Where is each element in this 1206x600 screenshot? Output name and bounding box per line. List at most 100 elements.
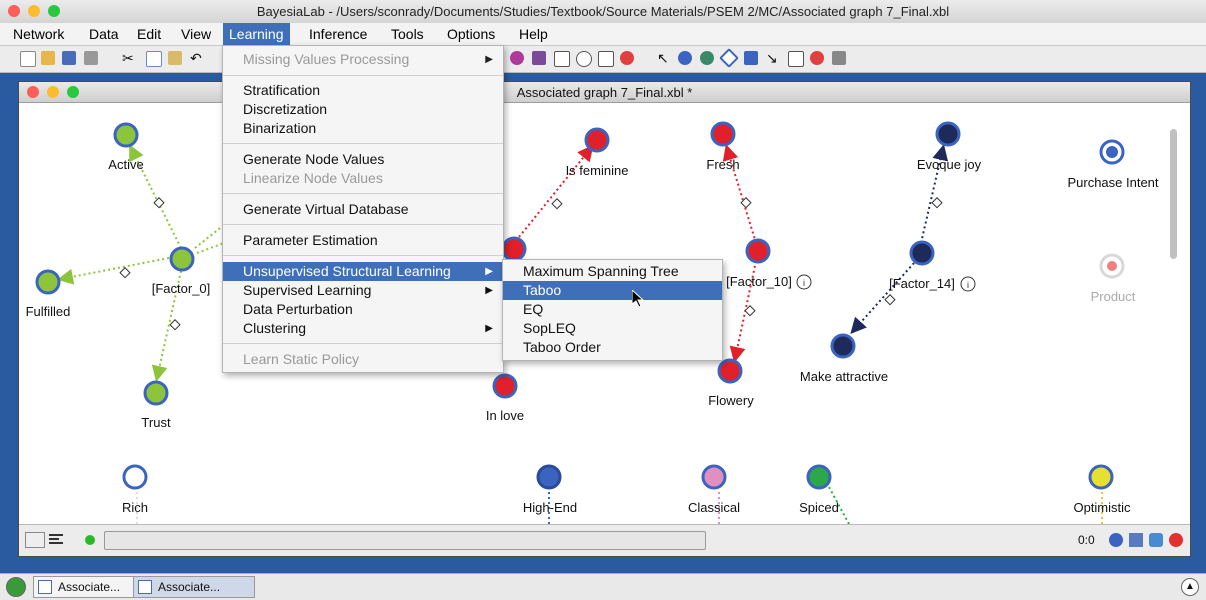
taskbar: Associate... Associate... ▲	[0, 573, 1206, 600]
node-fulfilled[interactable]: Fulfilled	[26, 269, 71, 319]
menu-help[interactable]: Help	[519, 26, 548, 42]
svg-text:[Factor_10]: [Factor_10]	[726, 274, 792, 289]
node-purchase-intent[interactable]: Purchase Intent	[1067, 139, 1159, 190]
print-icon[interactable]	[84, 51, 98, 65]
menu-item-generate-node-values[interactable]: Generate Node Values	[243, 151, 385, 167]
node-spiced[interactable]: Spiced	[799, 464, 839, 515]
menu-item-parameter-estimation[interactable]: Parameter Estimation	[243, 232, 378, 248]
menu-item-generate-virtual-database[interactable]: Generate Virtual Database	[243, 201, 409, 217]
node-factor-3[interactable]	[501, 236, 527, 262]
menu-view[interactable]: View	[181, 26, 212, 42]
minimize-graph-window-button[interactable]	[47, 86, 59, 98]
trash-icon[interactable]	[832, 51, 846, 65]
vertical-scrollbar[interactable]	[1170, 129, 1177, 259]
paste-icon[interactable]	[168, 51, 182, 65]
node-trust[interactable]: Trust	[141, 380, 171, 430]
app-status-icon[interactable]	[6, 577, 26, 597]
submenu-item-sopleq[interactable]: SopLEQ	[523, 320, 576, 336]
node-high-end[interactable]: High-End	[523, 464, 577, 515]
menu-options[interactable]: Options	[447, 26, 496, 42]
close-graph-window-button[interactable]	[27, 86, 39, 98]
task-associated-graph-1[interactable]: Associate...	[33, 576, 155, 598]
edge-info-markers[interactable]	[119, 197, 943, 331]
node-make-attractive[interactable]: Make attractive	[800, 333, 888, 384]
note-icon[interactable]	[788, 51, 804, 67]
menu-separator	[223, 193, 503, 194]
menu-separator	[223, 75, 503, 76]
menu-data[interactable]: Data	[89, 26, 119, 42]
node-in-love[interactable]: In love	[486, 373, 524, 423]
node-tool-icon[interactable]	[510, 51, 524, 65]
cut-icon[interactable]: ✂	[122, 50, 134, 66]
node-factor-14[interactable]: [Factor_14]i	[889, 240, 976, 292]
task-associated-graph-2[interactable]: Associate...	[133, 576, 255, 598]
node-classical[interactable]: Classical	[688, 464, 740, 515]
menu-item-missing-values-processing[interactable]: Missing Values Processing▶	[243, 51, 493, 67]
menu-network[interactable]: Network	[13, 26, 65, 42]
node-evoque-joy[interactable]: Evoque joy	[917, 121, 982, 172]
node-is-feminine[interactable]: Is feminine	[566, 127, 629, 178]
add-utility-node-icon[interactable]	[744, 51, 758, 65]
network-graph[interactable]: Active [Factor_0] Fulfilled Trust Rich I…	[19, 103, 1179, 524]
new-file-icon[interactable]	[20, 51, 36, 67]
stop-icon[interactable]	[1169, 533, 1183, 547]
undo-icon[interactable]: ↶	[190, 50, 202, 66]
graph-mode-icon[interactable]	[25, 532, 45, 548]
copy-icon[interactable]	[146, 51, 162, 67]
menu-item-binarization[interactable]: Binarization	[243, 120, 317, 136]
save-icon[interactable]	[62, 51, 76, 65]
app-title: BayesiaLab - /Users/sconrady/Documents/S…	[256, 4, 950, 19]
submenu-item-eq[interactable]: EQ	[523, 301, 544, 317]
menu-item-linearize-node-values[interactable]: Linearize Node Values	[243, 170, 383, 186]
node-factor-0[interactable]: [Factor_0]	[152, 246, 211, 296]
inference-icon[interactable]	[1109, 533, 1123, 547]
add-constraint-node-icon[interactable]	[700, 51, 714, 65]
menu-learning[interactable]: Learning	[223, 23, 290, 45]
svg-text:In love: In love	[486, 408, 524, 423]
submenu-item-taboo-order[interactable]: Taboo Order	[523, 339, 601, 355]
menu-item-data-perturbation[interactable]: Data Perturbation	[243, 301, 353, 317]
menu-item-learn-static-policy[interactable]: Learn Static Policy	[243, 351, 359, 367]
search-icon[interactable]	[576, 51, 592, 67]
menu-edit[interactable]: Edit	[137, 26, 162, 42]
menu-item-clustering[interactable]: Clustering▶	[243, 320, 493, 336]
node-rich[interactable]: Rich	[122, 464, 148, 515]
node-fresh[interactable]: Fresh	[706, 121, 740, 172]
shuffle-icon[interactable]	[1129, 533, 1143, 547]
arc-tool-icon[interactable]	[532, 51, 546, 65]
minimize-window-button[interactable]	[28, 5, 40, 17]
node-product[interactable]: Product	[1091, 253, 1136, 304]
node-flowery[interactable]: Flowery	[708, 358, 754, 408]
add-arc-icon[interactable]: ↘	[766, 50, 778, 66]
menu-item-supervised-learning[interactable]: Supervised Learning▶	[243, 282, 493, 298]
database-icon[interactable]	[1149, 533, 1163, 547]
graph-canvas[interactable]: Active [Factor_0] Fulfilled Trust Rich I…	[19, 103, 1179, 524]
add-decision-node-icon[interactable]	[719, 48, 739, 68]
zoom-window-button[interactable]	[48, 5, 60, 17]
list-mode-icon[interactable]	[49, 532, 65, 546]
node-factor-10[interactable]: [Factor_10] i	[726, 238, 812, 290]
menu-item-stratification[interactable]: Stratification	[243, 82, 321, 98]
close-window-button[interactable]	[8, 5, 20, 17]
open-folder-icon[interactable]	[41, 51, 55, 65]
node-active[interactable]: Active	[108, 122, 144, 172]
menu-inference[interactable]: Inference	[309, 26, 368, 42]
remove-icon[interactable]	[810, 51, 824, 65]
svg-text:i: i	[803, 278, 805, 288]
add-node-icon[interactable]	[678, 51, 692, 65]
expand-icon[interactable]: ▲	[1181, 578, 1199, 596]
filter-icon[interactable]	[598, 51, 614, 67]
zoom-graph-window-button[interactable]	[67, 86, 79, 98]
svg-text:[Factor_0]: [Factor_0]	[152, 281, 211, 296]
menu-item-unsupervised-structural-learning[interactable]: Unsupervised Structural Learning▶	[223, 262, 503, 281]
status-bar: 0:0	[19, 524, 1190, 556]
submenu-item-taboo[interactable]: Taboo	[503, 281, 722, 300]
menu-tools[interactable]: Tools	[391, 26, 424, 42]
pointer-icon[interactable]: ↖	[657, 50, 669, 66]
node-optimistic[interactable]: Optimistic	[1073, 464, 1131, 515]
monitor-icon[interactable]	[554, 51, 570, 67]
stop-icon[interactable]	[620, 51, 634, 65]
menu-item-discretization[interactable]: Discretization	[243, 101, 328, 117]
toolbar: ✂ ↶ ↖ ↘	[0, 46, 1206, 73]
submenu-item-maximum-spanning-tree[interactable]: Maximum Spanning Tree	[523, 263, 679, 279]
